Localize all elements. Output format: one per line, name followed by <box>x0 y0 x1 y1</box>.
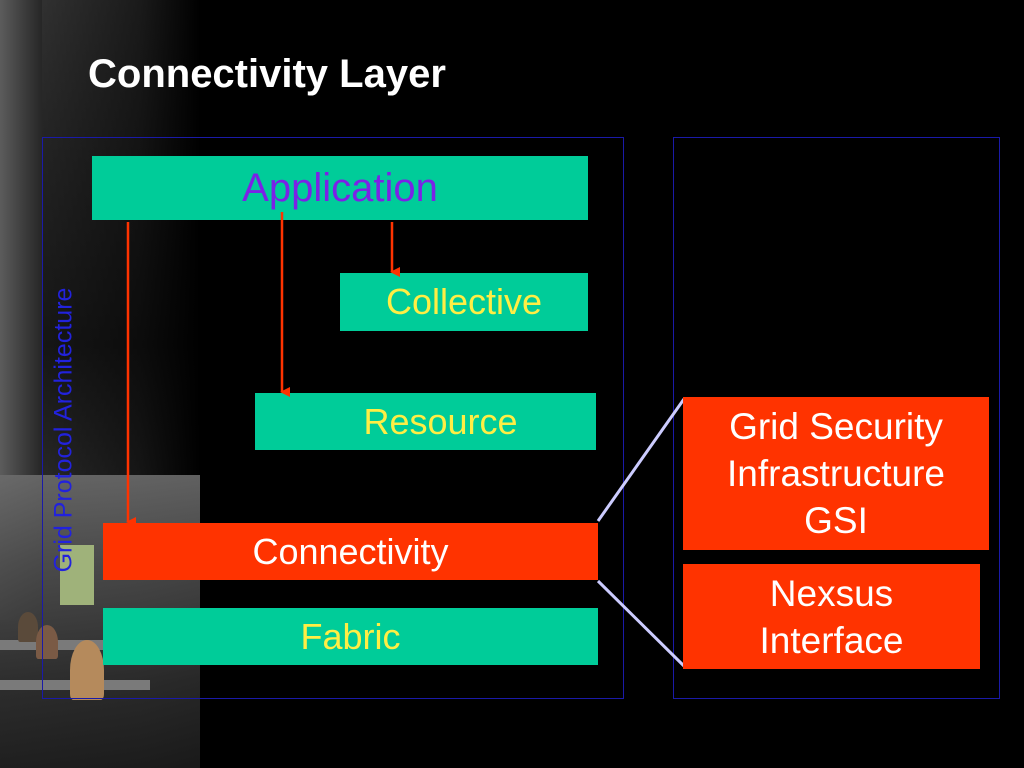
side-label: Grid Protocol Architecture <box>49 287 78 573</box>
connectivity-layer: Connectivity <box>103 523 598 580</box>
background-screen <box>60 545 94 605</box>
gsi-line: Grid Security <box>729 406 943 447</box>
nexsus-interface-box: Nexsus Interface <box>683 564 980 669</box>
gsi-line: GSI <box>804 500 868 541</box>
nexsus-line: Interface <box>759 619 904 661</box>
background-person <box>36 625 58 659</box>
fabric-layer: Fabric <box>103 608 598 665</box>
application-layer: Application <box>92 156 588 220</box>
gsi-line: Infrastructure <box>727 453 945 494</box>
slide-title: Connectivity Layer <box>88 52 446 96</box>
resource-layer: Resource <box>255 393 596 450</box>
background-person <box>18 612 38 642</box>
gsi-box: Grid Security Infrastructure GSI <box>683 397 989 550</box>
background-person <box>70 640 104 700</box>
collective-layer: Collective <box>340 273 588 331</box>
nexsus-line: Nexsus <box>769 572 894 614</box>
